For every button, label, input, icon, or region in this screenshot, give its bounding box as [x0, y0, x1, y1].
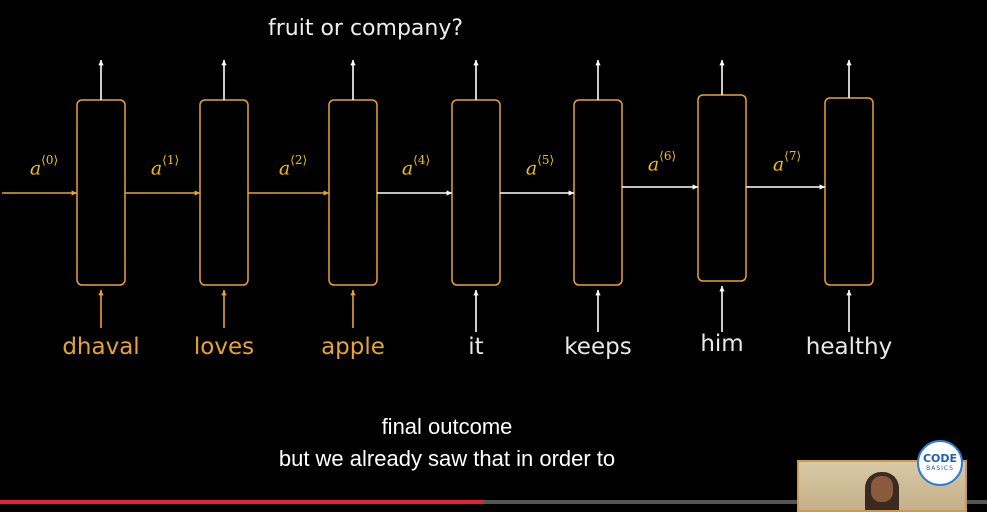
- rnn-cell-3: [328, 99, 378, 286]
- activation-label-1: a⟨0⟩: [29, 153, 59, 180]
- input-arrow-5-head: [595, 290, 601, 296]
- activation-label-7: a⟨7⟩: [772, 149, 802, 176]
- hidden-arrow-1-head: [71, 190, 77, 196]
- activation-label-3: a⟨2⟩: [278, 153, 308, 180]
- activation-label-5: a⟨5⟩: [525, 153, 555, 180]
- input-word-6: him: [700, 331, 744, 357]
- input-arrow-7-head: [846, 290, 852, 296]
- input-arrow-4-head: [473, 290, 479, 296]
- output-arrow-2-head: [221, 60, 227, 66]
- hidden-arrow-2-head: [194, 190, 200, 196]
- hidden-arrow-7-head: [819, 184, 825, 190]
- rnn-cell-4: [451, 99, 501, 286]
- caption-line-2: but we already saw that in order to: [272, 444, 622, 474]
- caption-line-1: final outcome: [375, 412, 519, 442]
- hidden-arrow-6-head: [692, 184, 698, 190]
- activation-label-6: a⟨6⟩: [647, 149, 677, 176]
- output-arrow-6-head: [719, 60, 725, 66]
- input-word-3: apple: [321, 334, 385, 360]
- input-word-5: keeps: [564, 334, 632, 360]
- output-arrow-3-head: [350, 60, 356, 66]
- output-arrow-1-head: [98, 60, 104, 66]
- rnn-cell-1: [76, 99, 126, 286]
- input-word-7: healthy: [805, 334, 893, 360]
- input-arrow-3-head: [350, 290, 356, 296]
- hidden-arrow-3-head: [323, 190, 329, 196]
- rnn-cell-2: [199, 99, 249, 286]
- codebasics-logo: CODE BASICS: [917, 440, 963, 486]
- presenter-face: [871, 476, 893, 502]
- input-arrow-1-head: [98, 290, 104, 296]
- hidden-arrow-4-head: [446, 190, 452, 196]
- input-word-2: loves: [193, 334, 255, 360]
- input-word-1: dhaval: [62, 334, 140, 360]
- rnn-cell-7: [824, 97, 874, 286]
- input-word-4: it: [468, 334, 484, 360]
- hidden-arrow-5-head: [568, 190, 574, 196]
- input-arrow-2-head: [221, 290, 227, 296]
- activation-label-2: a⟨1⟩: [150, 153, 180, 180]
- output-arrow-7-head: [846, 60, 852, 66]
- video-progress-fill: [0, 500, 484, 504]
- rnn-cell-5: [573, 99, 623, 286]
- webcam-overlay: [797, 460, 967, 512]
- output-arrow-5-head: [595, 60, 601, 66]
- activation-label-4: a⟨4⟩: [401, 153, 431, 180]
- input-arrow-6-head: [719, 286, 725, 292]
- diagram-question: fruit or company?: [268, 16, 464, 41]
- output-arrow-4-head: [473, 60, 479, 66]
- rnn-cell-6: [697, 94, 747, 282]
- video-progress-bar[interactable]: [0, 500, 987, 504]
